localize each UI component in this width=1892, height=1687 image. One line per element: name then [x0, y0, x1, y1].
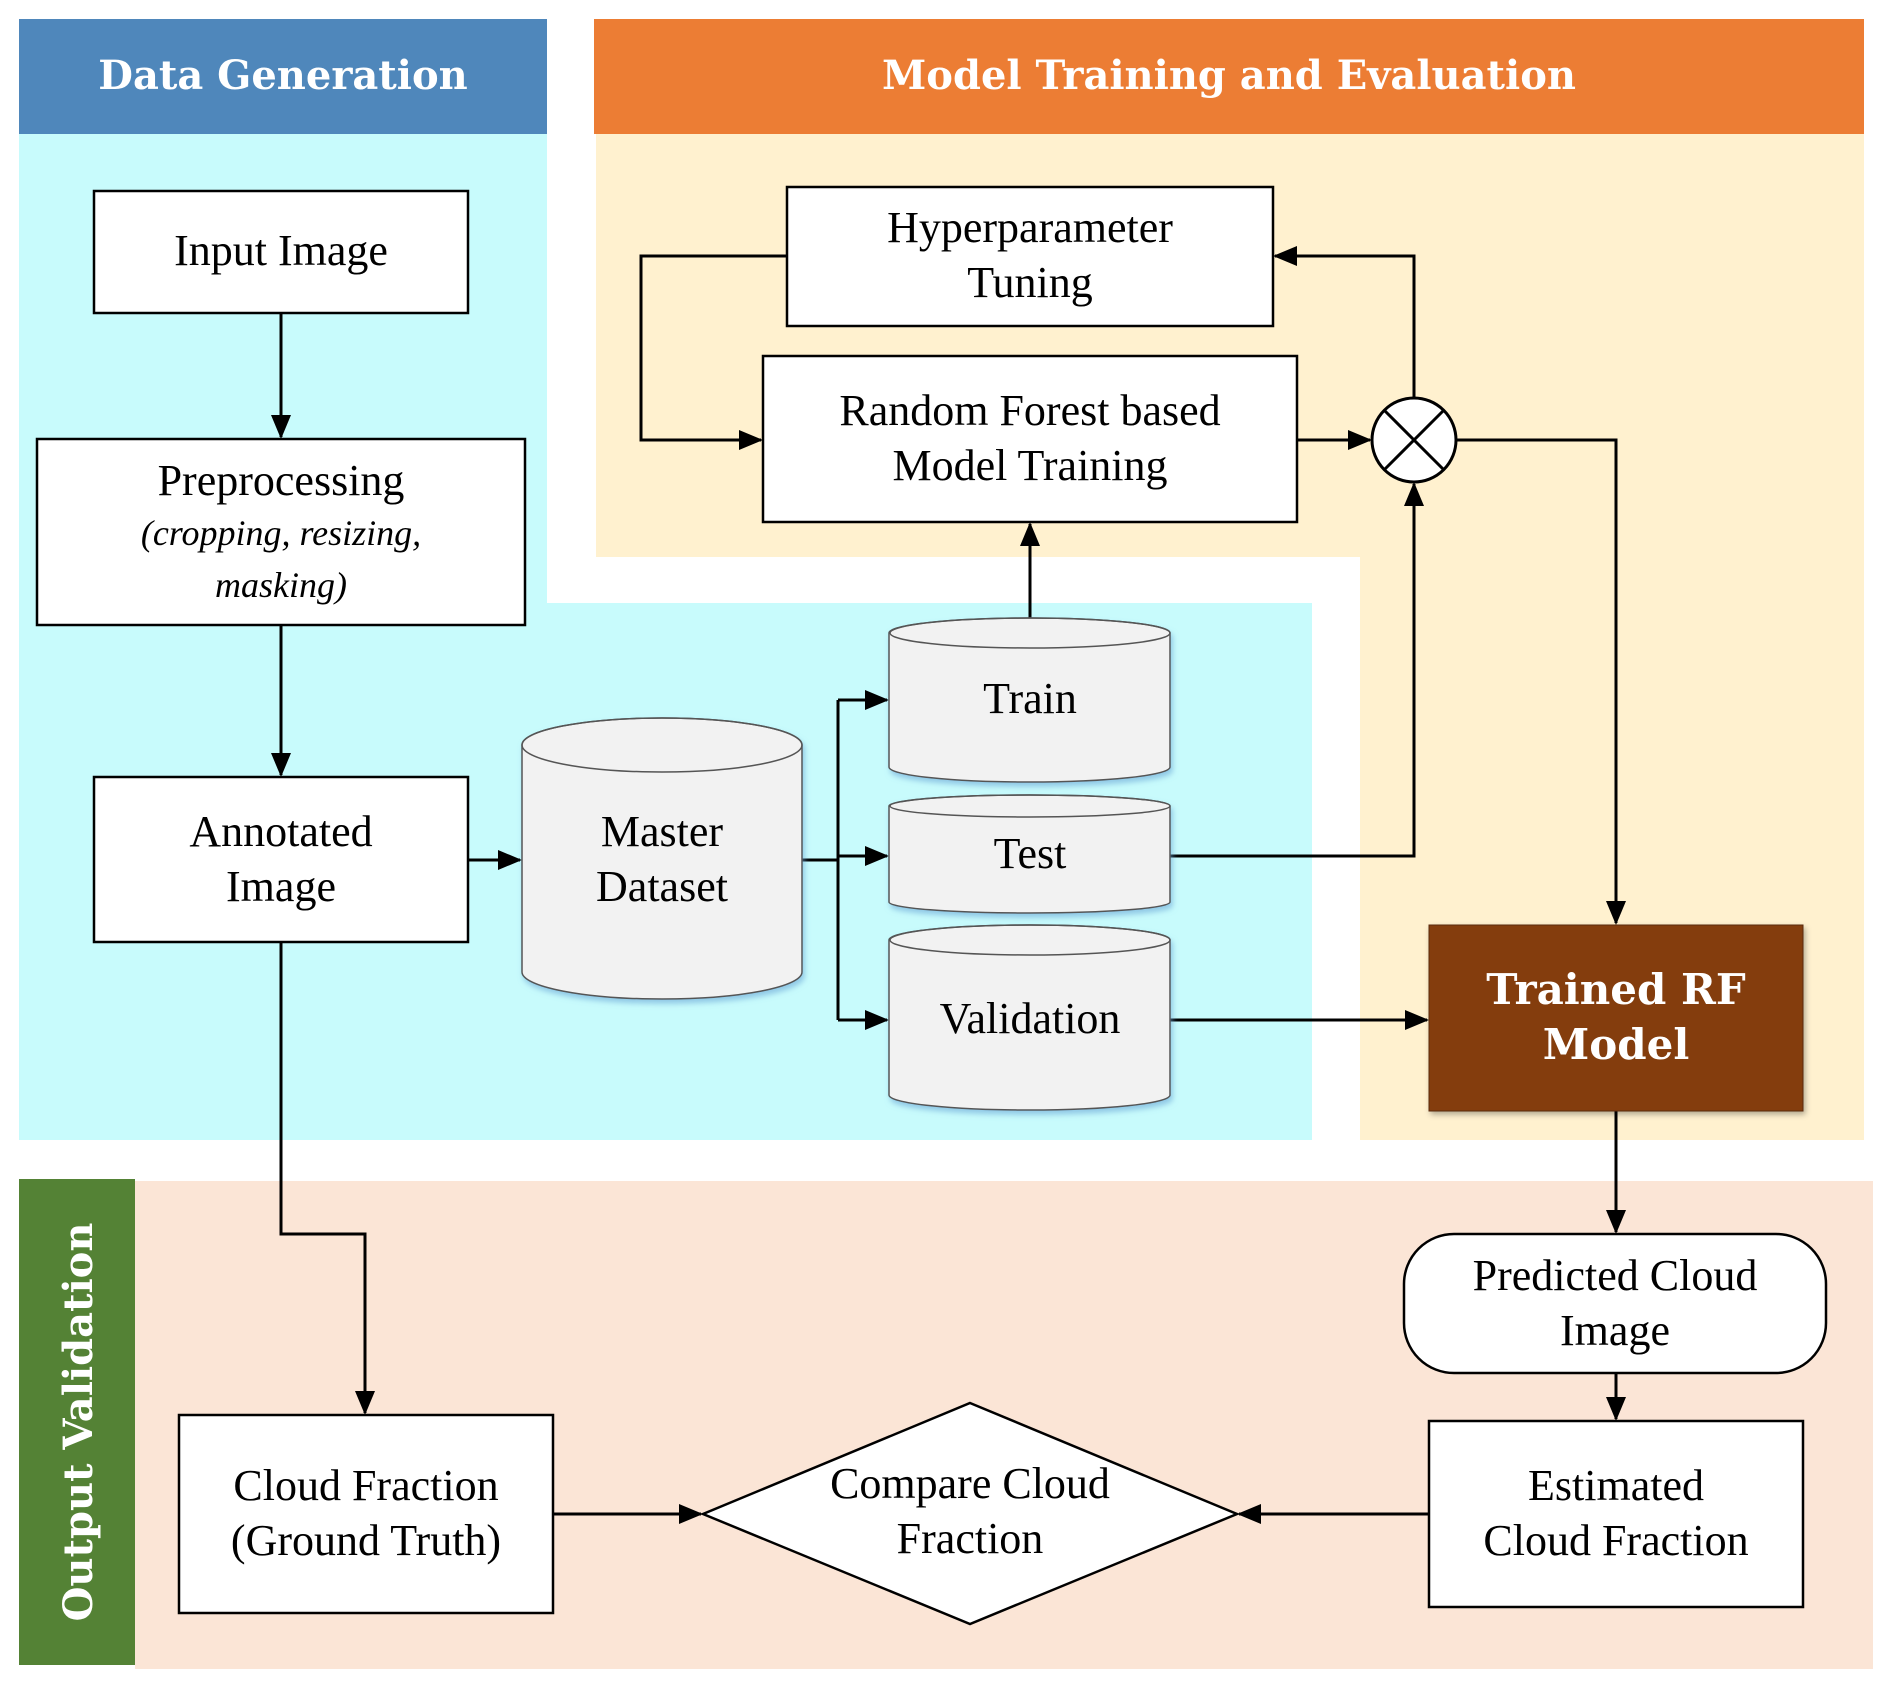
input-image-label: Input Image	[174, 226, 388, 275]
ground-truth-line1: Cloud Fraction	[233, 1461, 498, 1510]
hyperparameter-line1: Hyperparameter	[887, 203, 1173, 252]
data-generation-header: Data Generation	[19, 19, 547, 134]
preprocessing-node: Preprocessing (cropping, resizing, maski…	[35, 437, 527, 627]
trained-rf-model-node: Trained RF Model	[1428, 924, 1804, 1112]
preprocessing-detail-1: (cropping, resizing,	[141, 513, 421, 553]
ground-truth-node: Cloud Fraction (Ground Truth)	[177, 1413, 555, 1615]
edge-hyper-to-rf	[639, 254, 787, 450]
compare-decision-node: Compare Cloud Fraction	[699, 1401, 1241, 1626]
estimated-cloud-fraction-node: Estimated Cloud Fraction	[1427, 1419, 1805, 1609]
trained-rf-line2: Model	[1543, 1020, 1690, 1069]
master-dataset-line2: Dataset	[596, 862, 728, 911]
input-image-node: Input Image	[92, 189, 470, 315]
annotated-image-node: Annotated Image	[92, 775, 470, 944]
master-dataset-line1: Master	[601, 807, 724, 856]
validation-cylinder: Validation	[888, 924, 1171, 1111]
trained-rf-line1: Trained RF	[1486, 965, 1746, 1014]
predicted-line1: Predicted Cloud	[1473, 1251, 1758, 1300]
predicted-cloud-image-node: Predicted Cloud Image	[1402, 1232, 1828, 1375]
rf-training-node: Random Forest based Model Training	[761, 354, 1299, 524]
predicted-line2: Image	[1560, 1306, 1670, 1355]
test-label: Test	[994, 829, 1067, 878]
output-validation-title: Output Validation	[55, 1223, 102, 1622]
edge-combiner-to-trained	[1456, 438, 1626, 925]
edges	[271, 246, 1626, 1524]
preprocessing-label: Preprocessing	[158, 456, 405, 505]
annotated-image-line1: Annotated	[189, 807, 372, 856]
rf-training-line1: Random Forest based	[839, 386, 1220, 435]
hyperparameter-tuning-node: Hyperparameter Tuning	[785, 185, 1275, 328]
validation-label: Validation	[940, 994, 1121, 1043]
edge-combiner-to-hyper	[1273, 246, 1416, 397]
master-dataset-cylinder: Master Dataset	[521, 717, 803, 1000]
estimated-line1: Estimated	[1528, 1461, 1704, 1510]
edge-test-to-combiner	[1170, 482, 1424, 858]
preprocessing-detail-2: masking)	[215, 565, 347, 605]
rf-training-line2: Model Training	[892, 441, 1167, 490]
edge-annotated-to-groundtruth	[279, 942, 375, 1415]
train-cylinder: Train	[888, 617, 1171, 783]
train-label: Train	[983, 674, 1077, 723]
data-generation-title: Data Generation	[98, 52, 468, 99]
ground-truth-line2: (Ground Truth)	[231, 1516, 501, 1565]
test-cylinder: Test	[888, 794, 1171, 914]
hyperparameter-line2: Tuning	[967, 258, 1093, 307]
estimated-line2: Cloud Fraction	[1483, 1516, 1748, 1565]
output-validation-header: Output Validation	[19, 1179, 135, 1665]
model-training-header: Model Training and Evaluation	[594, 19, 1864, 134]
compare-line1: Compare Cloud	[830, 1459, 1110, 1508]
combiner-icon	[1370, 396, 1458, 484]
annotated-image-line2: Image	[226, 862, 336, 911]
model-training-title: Model Training and Evaluation	[882, 52, 1576, 99]
compare-line2: Fraction	[897, 1514, 1044, 1563]
